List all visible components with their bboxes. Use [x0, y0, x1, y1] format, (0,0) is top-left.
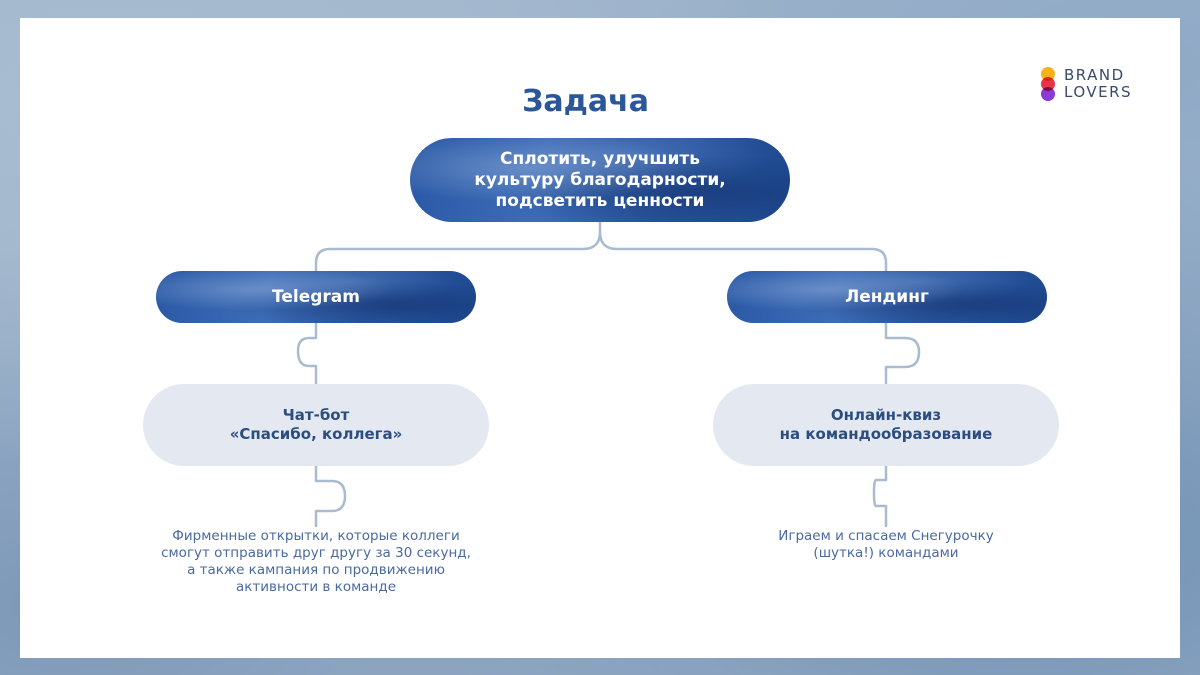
telegram-description: Фирменные открытки, которые коллеги смог… — [126, 528, 506, 596]
root-line: подсветить ценности — [495, 190, 705, 211]
description-line: Играем и спасаем Снегурочку — [778, 528, 994, 544]
slide-title: Задача — [522, 84, 649, 119]
child-line: Онлайн-квиз — [830, 406, 942, 424]
brand-logo: BRAND LOVERS — [1040, 66, 1132, 102]
branch-node-telegram: Telegram — [156, 271, 476, 323]
child-node-chatbot: Чат-бот «Спасибо, коллега» — [143, 384, 489, 466]
child-node-quiz: Онлайн-квиз на командообразование — [713, 384, 1059, 466]
description-line: (шутка!) командами — [813, 545, 959, 561]
description-line: а также кампания по продвижению — [187, 562, 445, 578]
root-to-landing-connector — [598, 230, 888, 273]
landing-description: Играем и спасаем Снегурочку (шутка!) ком… — [716, 528, 1056, 562]
description-line: активности в команде — [235, 579, 397, 595]
branch-label: Лендинг — [845, 287, 929, 307]
root-line: Сплотить, улучшить — [500, 148, 700, 169]
brand-logo-text: BRAND LOVERS — [1064, 67, 1132, 101]
child-line: на командообразование — [779, 425, 993, 443]
branch-node-landing: Лендинг — [727, 271, 1047, 323]
chatbot-to-description-connector — [314, 464, 347, 528]
logo-line-2: LOVERS — [1064, 83, 1133, 101]
slide-card — [20, 18, 1180, 658]
description-line: смогут отправить друг другу за 30 секунд… — [161, 545, 471, 561]
root-to-branches-connector — [314, 220, 602, 273]
telegram-to-chatbot-connector — [296, 321, 318, 386]
root-line: культуру благодарности, — [474, 169, 726, 190]
brand-logo-mark-icon — [1040, 66, 1058, 102]
child-line: «Спасибо, коллега» — [229, 425, 403, 443]
branch-label: Telegram — [272, 287, 360, 307]
root-goal-node: Сплотить, улучшить культуру благодарност… — [410, 138, 790, 222]
child-line: Чат-бот — [282, 406, 350, 424]
landing-to-quiz-connector — [884, 321, 921, 386]
description-line: Фирменные открытки, которые коллеги — [172, 528, 460, 544]
quiz-to-description-connector — [872, 464, 888, 528]
logo-line-1: BRAND — [1064, 66, 1125, 84]
